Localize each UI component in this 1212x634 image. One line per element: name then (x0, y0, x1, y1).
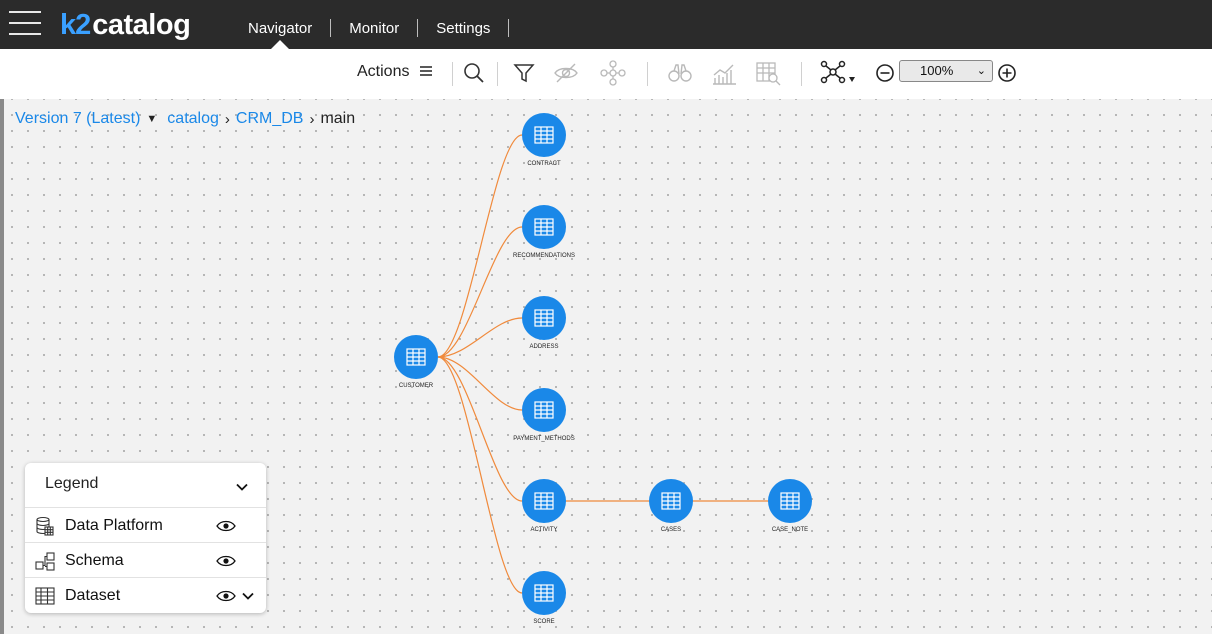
graph-edge (437, 356, 523, 502)
graph-node-cases[interactable] (649, 479, 693, 523)
graph-node-label: CONTRACT (527, 161, 561, 167)
caret-down-icon[interactable]: ▼ (146, 113, 158, 125)
nav-settings[interactable]: Settings (436, 20, 491, 37)
graph-node-contract[interactable] (522, 113, 566, 157)
table-icon (534, 309, 554, 327)
toolbar-divider (801, 62, 802, 86)
graph-node-activity[interactable] (522, 479, 566, 523)
bar-chart-icon[interactable] (710, 59, 738, 87)
eye-icon[interactable] (216, 555, 236, 567)
toolbar-divider (452, 62, 453, 86)
nav-navigator[interactable]: Navigator (230, 0, 330, 49)
table-icon (406, 348, 426, 366)
graph-node-recommendations[interactable] (522, 205, 566, 249)
eye-icon[interactable] (216, 590, 236, 602)
graph-node-label: PAYMENT_METHODS (513, 436, 575, 442)
nav-monitor[interactable]: Monitor (349, 20, 400, 37)
nav-divider (508, 18, 510, 37)
table-icon (534, 126, 554, 144)
graph-node-customer[interactable] (394, 335, 438, 379)
graph-edge (437, 356, 523, 594)
breadcrumb-main: main (320, 110, 356, 127)
legend-item-label: Dataset (65, 587, 121, 604)
graph-nodes-icon[interactable] (599, 59, 627, 87)
legend-title: Legend (45, 475, 99, 492)
zoom-in-icon[interactable] (995, 59, 1019, 87)
zoom-level-select[interactable]: 100% ⌄ (899, 60, 993, 82)
graph-node-label: ACTIVITY (530, 527, 558, 533)
table-icon (534, 492, 554, 510)
breadcrumb: Version 7 (Latest) ▼ catalog › CRM_DB › … (15, 110, 355, 128)
toolbar-divider (497, 62, 498, 86)
graph-node-label: ADDRESS (529, 344, 559, 350)
table-search-icon[interactable] (754, 59, 782, 87)
table-icon (534, 218, 554, 236)
chevron-right-icon: › (309, 110, 315, 128)
legend-panel: Legend Data Platform Schema Dataset (25, 463, 266, 613)
table-icon (661, 492, 681, 510)
zoom-out-icon[interactable] (873, 59, 897, 87)
graph-node-address[interactable] (522, 296, 566, 340)
chevron-down-icon: ⌄ (976, 65, 986, 77)
database-stack-icon (36, 516, 54, 536)
filter-icon[interactable] (510, 59, 538, 87)
graph-node-label: CUSTOMER (398, 383, 434, 389)
graph-node-label: RECOMMENDATIONS (513, 253, 575, 259)
graph-node-score[interactable] (522, 571, 566, 615)
breadcrumb-catalog[interactable]: catalog (167, 110, 219, 127)
actions-label: Actions (357, 63, 410, 80)
graph-node-label: CASE_NOTE (771, 527, 809, 533)
toolbar-divider (647, 62, 648, 86)
version-selector[interactable]: Version 7 (Latest) (15, 110, 141, 127)
menu-lines-icon (419, 66, 432, 76)
nav-divider (417, 18, 419, 37)
graph-edge (437, 317, 523, 358)
table-icon (780, 492, 800, 510)
binoculars-icon[interactable] (666, 59, 694, 87)
graph-node-payment-methods[interactable] (522, 388, 566, 432)
actions-menu-button[interactable]: Actions (357, 63, 433, 81)
legend-item-label: Data Platform (65, 517, 163, 534)
canvas-left-edge (0, 99, 4, 634)
breadcrumb-crm-db[interactable]: CRM_DB (235, 110, 304, 127)
chevron-right-icon: › (224, 110, 230, 128)
graph-edge (437, 226, 523, 358)
brand-logo[interactable]: k2 catalog (60, 8, 191, 42)
hide-eye-icon[interactable] (552, 59, 580, 87)
table-icon (534, 584, 554, 602)
graph-node-label: SCORE (533, 619, 555, 625)
legend-item-dataset: Dataset (25, 578, 266, 613)
legend-item-schema: Schema (25, 543, 266, 578)
zoom-level-value: 100% (920, 63, 954, 78)
chevron-down-icon[interactable] (236, 481, 248, 493)
graph-edge (437, 356, 523, 411)
graph-toolbar: Actions 100% ⌄ (0, 49, 1212, 99)
top-bar: k2 catalog Navigator Monitor Settings (0, 0, 1212, 49)
graph-node-label: CASES (660, 527, 682, 533)
table-icon (534, 401, 554, 419)
brand-catalog: catalog (92, 9, 191, 41)
schema-icon (35, 552, 55, 571)
graph-edge (437, 134, 523, 358)
network-layout-icon[interactable] (820, 59, 856, 87)
hamburger-menu-icon[interactable] (9, 11, 41, 37)
nav-divider (330, 18, 332, 37)
search-icon[interactable] (460, 59, 488, 87)
brand-k2: k2 (60, 9, 91, 41)
legend-item-label: Schema (65, 552, 124, 569)
legend-header[interactable]: Legend (25, 463, 266, 508)
table-icon (35, 587, 55, 605)
legend-item-data-platform: Data Platform (25, 508, 266, 543)
main-nav: Navigator Monitor Settings (230, 0, 510, 49)
chevron-down-icon[interactable] (242, 590, 254, 602)
graph-node-case-note[interactable] (768, 479, 812, 523)
eye-icon[interactable] (216, 520, 236, 532)
